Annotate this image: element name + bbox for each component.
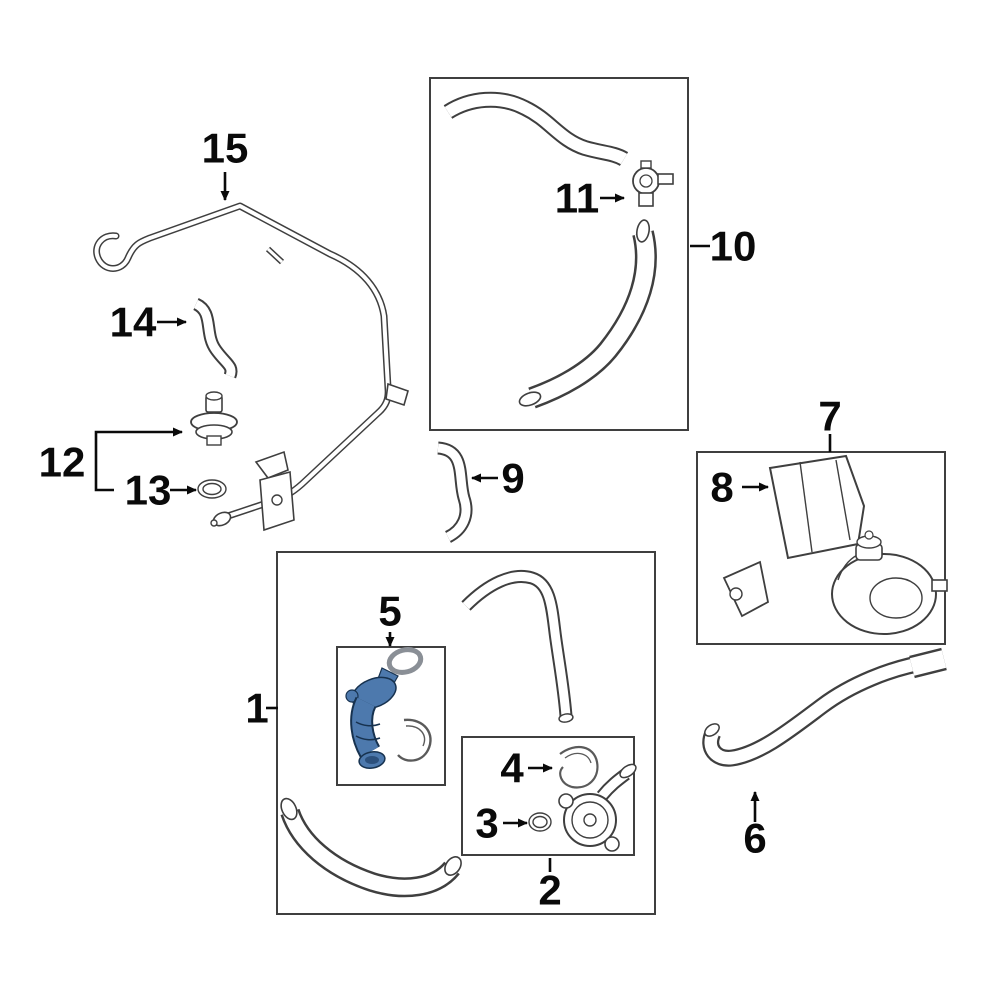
hose-9 — [436, 441, 473, 543]
pump-bracket — [722, 560, 770, 618]
pipe-bracket-upper — [254, 450, 289, 479]
callout-10: 10 — [710, 223, 757, 270]
callout-3: 3 — [475, 800, 498, 847]
hose-clamp-wire — [397, 718, 432, 762]
callout-labels: 15 14 12 13 10 11 9 7 8 6 1 5 4 3 2 — [39, 125, 842, 914]
aux-water-pump — [831, 530, 948, 635]
seal-ring — [386, 647, 424, 675]
callout-8: 8 — [710, 464, 733, 511]
callout-9: 9 — [501, 455, 524, 502]
fitting-11 — [632, 160, 674, 207]
callout-7: 7 — [818, 393, 841, 440]
hose-10-upper — [443, 91, 629, 167]
callout-15: 15 — [202, 125, 249, 172]
thermostat-housing-2 — [558, 763, 637, 852]
callout-2: 2 — [538, 867, 561, 914]
callout-arrows — [94, 172, 832, 872]
heat-shield-8 — [768, 454, 866, 560]
hose-1-upper — [461, 570, 574, 723]
retainer-clip-4 — [559, 745, 599, 789]
oring-3 — [528, 812, 552, 832]
hose-1-lower — [280, 797, 462, 898]
hose-6 — [702, 647, 947, 767]
callout-13: 13 — [125, 467, 172, 514]
oring-13 — [197, 479, 227, 499]
pipe-15 — [93, 202, 409, 532]
callout-1: 1 — [245, 685, 268, 732]
hose-10-main — [518, 219, 657, 409]
callout-6: 6 — [743, 815, 766, 862]
hose-14 — [192, 298, 238, 379]
callout-5: 5 — [378, 588, 401, 635]
callout-4: 4 — [500, 745, 524, 792]
callout-11: 11 — [555, 175, 599, 222]
callout-14: 14 — [110, 299, 157, 346]
bracket-arrow-12 — [94, 427, 183, 492]
pipe-clip-tab — [385, 382, 409, 407]
water-outlet-5-highlighted — [345, 647, 432, 769]
sensor-12 — [190, 391, 238, 446]
callout-12: 12 — [39, 439, 86, 486]
